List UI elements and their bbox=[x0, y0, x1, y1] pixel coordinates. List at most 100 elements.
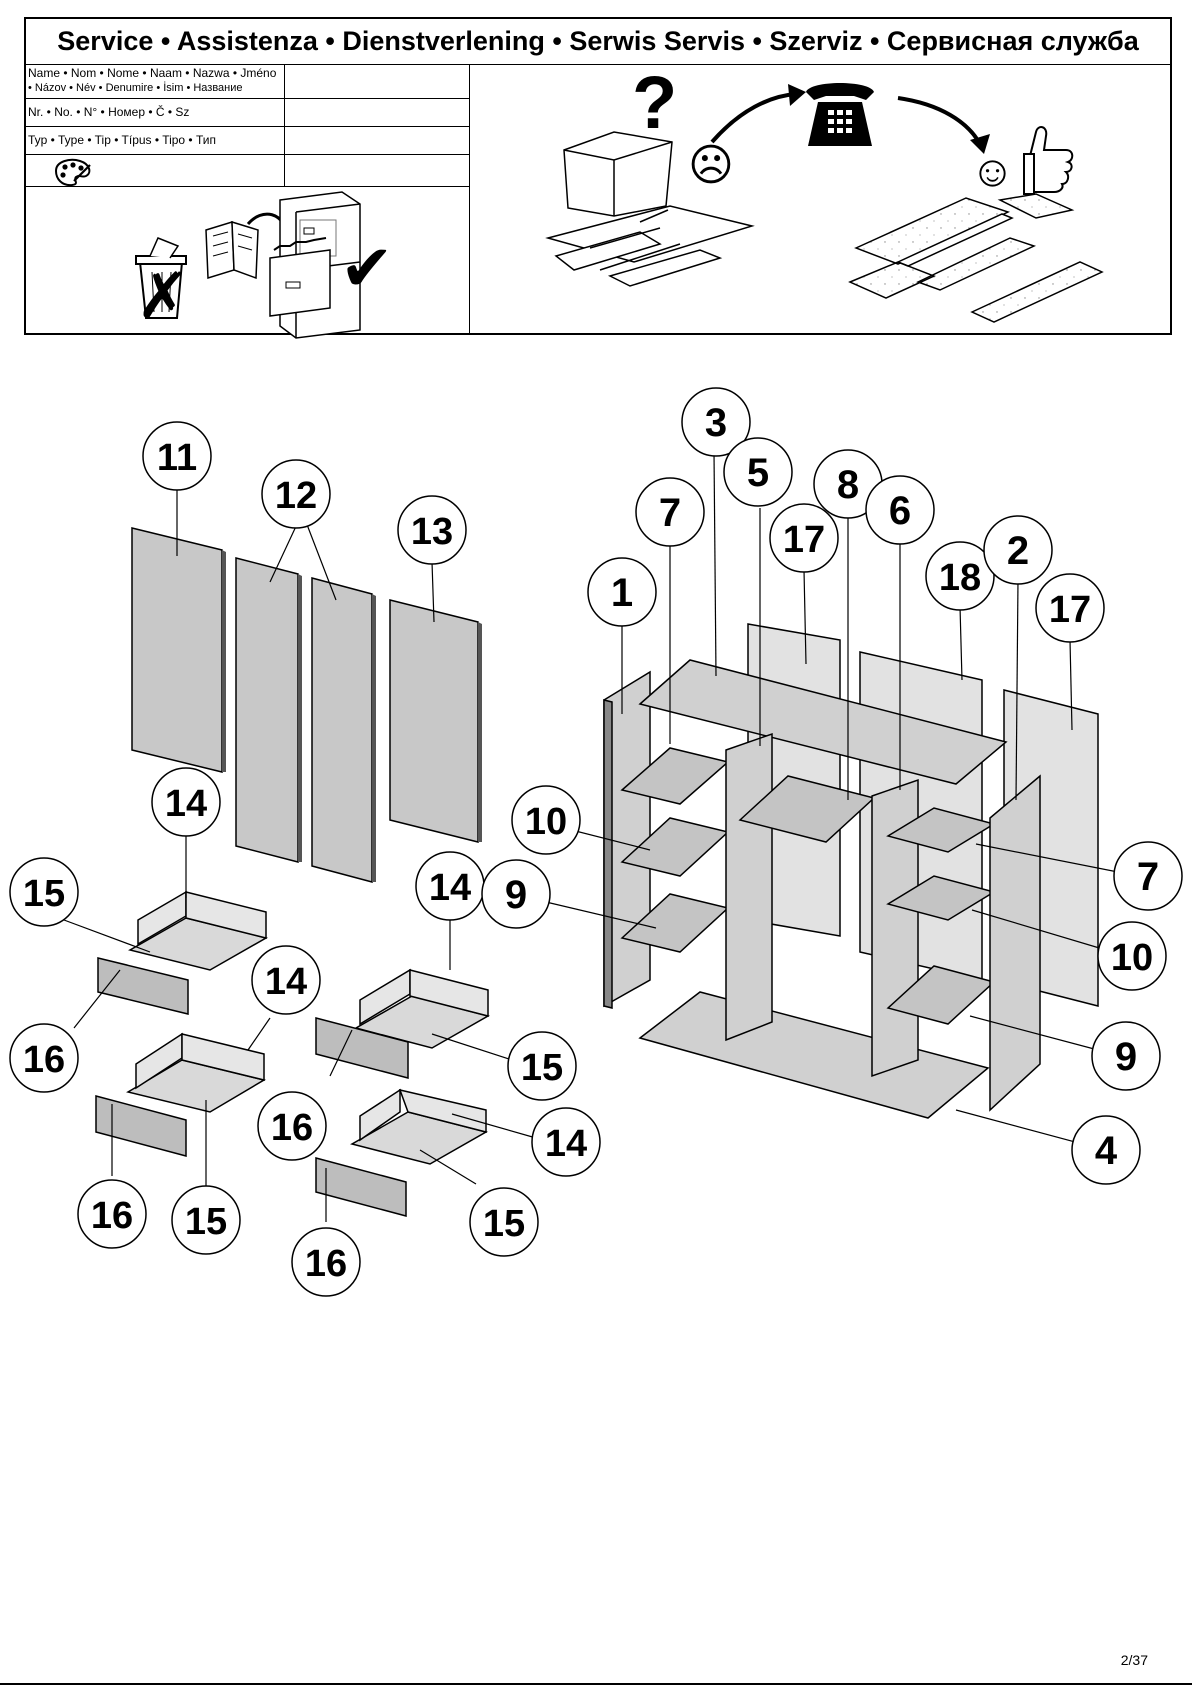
callout-c13: 13 bbox=[397, 495, 467, 565]
callout-label: 5 bbox=[747, 451, 769, 495]
callout-label: 4 bbox=[1095, 1129, 1118, 1173]
arrow-to-happy bbox=[897, 96, 982, 145]
callout-label: 15 bbox=[185, 1201, 227, 1243]
callout-label: 6 bbox=[889, 489, 911, 533]
bottom-rule bbox=[0, 1683, 1192, 1685]
panel-12b bbox=[311, 577, 373, 883]
callout-label: 1 bbox=[611, 571, 633, 615]
type-label: Typ • Type • Tip • Típus • Tipo • Тип bbox=[28, 133, 216, 147]
happy-face-icon: ☺ bbox=[970, 147, 1015, 196]
callout-c3: 3 bbox=[681, 387, 751, 457]
callout-c8: 8 bbox=[813, 449, 883, 519]
callout-label: 16 bbox=[91, 1195, 133, 1237]
cross-mark-icon: ✗ bbox=[136, 260, 190, 332]
callout-label: 18 bbox=[939, 557, 981, 599]
check-mark-icon: ✔ bbox=[340, 232, 394, 304]
drawer-3 bbox=[95, 1032, 266, 1157]
callout-label: 8 bbox=[837, 463, 859, 507]
drawers bbox=[95, 890, 490, 1217]
name-field[interactable] bbox=[284, 65, 470, 98]
trash-bin-icon bbox=[135, 237, 187, 319]
callout-c16c: 16 bbox=[77, 1179, 147, 1249]
callout-c10a: 10 bbox=[511, 785, 581, 855]
callout-c15d: 15 bbox=[469, 1187, 539, 1257]
color-row bbox=[26, 155, 469, 187]
page-number: 2/37 bbox=[1120, 1652, 1148, 1668]
callout-label: 14 bbox=[265, 961, 307, 1003]
callout-label: 7 bbox=[1137, 855, 1159, 899]
callout-c18: 18 bbox=[925, 541, 995, 611]
callout-label: 15 bbox=[483, 1203, 525, 1245]
drawer-2 bbox=[315, 968, 490, 1079]
service-title: Service • Assistenza • Dienstverlening •… bbox=[26, 19, 1170, 65]
wardrobe-carcass bbox=[603, 623, 1099, 1119]
callout-label: 16 bbox=[305, 1243, 347, 1285]
callout-c14d: 14 bbox=[531, 1107, 601, 1177]
side-panel-2 bbox=[989, 774, 1041, 1112]
callout-c14a: 14 bbox=[151, 767, 221, 837]
name-row: Name • Nom • Nome • Naam • Nazwa • Jméno… bbox=[26, 65, 469, 99]
callout-c15b: 15 bbox=[507, 1031, 577, 1101]
callout-label: 17 bbox=[783, 519, 825, 561]
panel-12a bbox=[235, 557, 299, 863]
color-field[interactable] bbox=[284, 155, 470, 186]
callout-label: 17 bbox=[1049, 589, 1091, 631]
callout-c9b: 9 bbox=[1091, 1021, 1161, 1091]
callout-c17a: 17 bbox=[769, 503, 839, 573]
callout-label: 15 bbox=[23, 873, 65, 915]
top-panel-3 bbox=[638, 659, 1008, 785]
callout-label: 16 bbox=[271, 1107, 313, 1149]
sad-face-icon: ☹ bbox=[688, 141, 734, 190]
manual-icon bbox=[205, 220, 259, 280]
callout-c14b: 14 bbox=[415, 851, 485, 921]
callout-label: 10 bbox=[525, 801, 567, 843]
panel-11 bbox=[131, 527, 223, 773]
callout-c10b: 10 bbox=[1097, 921, 1167, 991]
callout-label: 14 bbox=[545, 1123, 587, 1165]
callout-c5: 5 bbox=[723, 437, 793, 507]
service-flow-illustration: ? ☹ ☺ bbox=[545, 61, 1104, 323]
callout-label: 12 bbox=[275, 475, 317, 517]
thumbs-up-icon bbox=[1023, 126, 1074, 195]
callout-c6: 6 bbox=[865, 475, 935, 545]
callout-c16a: 16 bbox=[9, 1023, 79, 1093]
callout-c16d: 16 bbox=[291, 1227, 361, 1297]
callout-c9a: 9 bbox=[481, 859, 551, 929]
callout-c11: 11 bbox=[142, 421, 212, 491]
number-field[interactable] bbox=[284, 99, 470, 126]
callout-label: 16 bbox=[23, 1039, 65, 1081]
callout-c12: 12 bbox=[261, 459, 331, 529]
callout-c1: 1 bbox=[587, 557, 657, 627]
panel-13 bbox=[389, 599, 479, 843]
callout-label: 15 bbox=[521, 1047, 563, 1089]
filing-cabinet-icon bbox=[269, 191, 361, 339]
callout-label: 11 bbox=[157, 437, 197, 479]
number-row: Nr. • No. • N° • Номер • Č • Sz bbox=[26, 99, 469, 127]
name-label-line2: • Názov • Név • Denumire • İsim • Назван… bbox=[28, 82, 243, 94]
type-row: Typ • Type • Tip • Típus • Tipo • Тип bbox=[26, 127, 469, 155]
callout-label: 14 bbox=[165, 783, 207, 825]
palette-icon bbox=[54, 158, 91, 187]
question-mark-icon: ? bbox=[632, 61, 677, 144]
telephone-icon bbox=[806, 83, 874, 146]
type-field[interactable] bbox=[284, 127, 470, 154]
name-label: Name • Nom • Nome • Naam • Nazwa • Jméno bbox=[28, 66, 277, 80]
callout-c7b: 7 bbox=[1113, 841, 1183, 911]
callout-label: 10 bbox=[1111, 937, 1153, 979]
callout-c2: 2 bbox=[983, 515, 1053, 585]
keep-manual-illustration: ✗ ✔ bbox=[135, 191, 394, 339]
callout-label: 2 bbox=[1007, 529, 1029, 573]
service-box: Service • Assistenza • Dienstverlening •… bbox=[24, 17, 1172, 335]
new-parts-icon bbox=[848, 193, 1104, 323]
form-divider bbox=[469, 65, 470, 335]
callout-c16b: 16 bbox=[257, 1091, 327, 1161]
callout-label: 7 bbox=[659, 491, 681, 535]
callout-c4: 4 bbox=[1071, 1115, 1141, 1185]
arrow-to-phone bbox=[710, 92, 797, 144]
callout-label: 9 bbox=[505, 873, 527, 917]
callout-label: 9 bbox=[1115, 1035, 1137, 1079]
callout-c15a: 15 bbox=[9, 857, 79, 927]
drawer-1 bbox=[97, 890, 268, 1015]
